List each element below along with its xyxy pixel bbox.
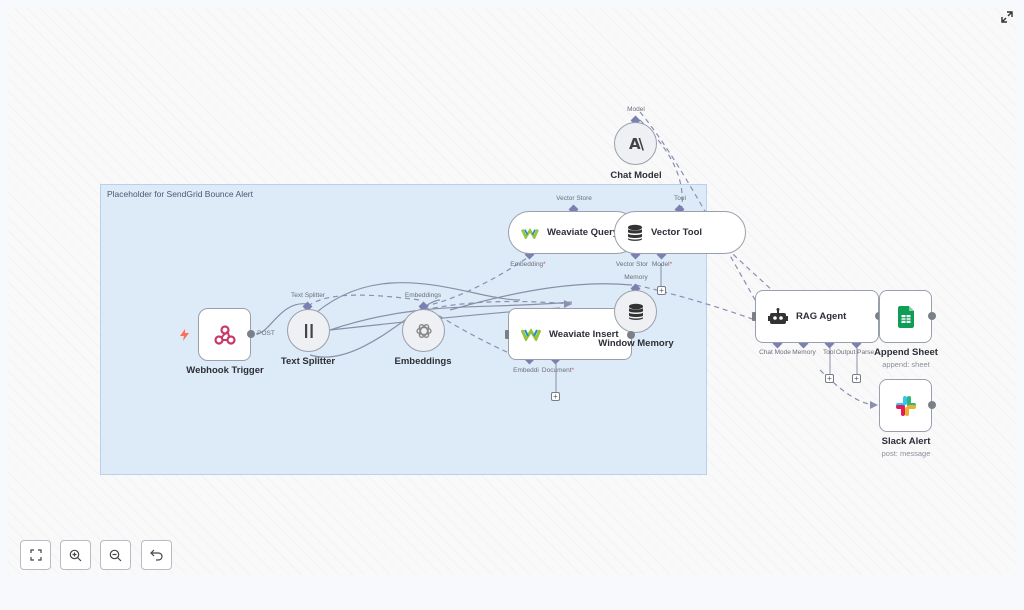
port-label-vt-model: Model* [651,261,673,268]
zoom-in-icon [69,549,82,561]
append-sheet-subtitle: append: sheet [882,360,930,369]
add-output-parser-button[interactable]: + [852,374,861,383]
slack-alert-node[interactable] [879,379,932,432]
window-memory-node[interactable] [614,290,657,333]
append-sheet-label: Append Sheet [874,347,938,358]
chat-model-node[interactable]: A\ [614,122,657,165]
webhook-output-handle[interactable] [247,330,255,338]
append-sheet-node[interactable] [879,290,932,343]
undo-button[interactable] [141,540,172,570]
text-splitter-node[interactable] [287,309,330,352]
port-label-rag-output-parser: Output Parse [835,349,875,356]
openai-icon [415,323,432,338]
vector-tool-node[interactable]: Vector Tool [614,211,746,254]
port-label-rag-tool: Tool [823,349,835,356]
port-label-rag-chat-model: Chat Mode [759,349,791,356]
embeddings-label: Embeddings [394,356,452,367]
sticky-note-text: Placeholder for SendGrid Bounce Alert [107,189,254,199]
fit-view-icon [29,549,42,561]
text-splitter-label: Text Splitter [280,356,336,367]
add-document-button[interactable]: + [551,392,560,401]
append-sheet-output[interactable] [928,312,936,320]
webhook-trigger-label: Webhook Trigger [186,365,264,376]
port-label-memory: Memory [624,274,648,281]
weaviate-insert-node[interactable]: Weaviate Insert [508,308,632,360]
port-label-model: Model [627,106,645,113]
rag-agent-input[interactable] [752,312,756,321]
rag-agent-label: RAG Agent [796,311,847,322]
port-label-rag-memory: Memory [792,349,816,356]
port-label-wq-embedding: Embedding* [510,261,546,268]
port-label-post: POST [257,330,275,337]
webhook-trigger-node[interactable] [198,308,251,361]
robot-icon [768,307,788,324]
slack-alert-output[interactable] [928,401,936,409]
add-tool-button[interactable]: + [825,374,834,383]
weaviate-icon [521,227,539,239]
slack-alert-subtitle: post: message [881,449,931,458]
port-label-text-splitter: Text Splitter [291,292,325,299]
expand-icon[interactable] [1000,10,1014,24]
webhook-icon [213,324,236,345]
rag-agent-node[interactable]: RAG Agent [755,290,879,343]
weaviate-insert-label: Weaviate Insert [549,328,619,340]
database-icon [628,303,643,320]
split-icon [304,323,313,338]
port-label-wi-embedding: Embeddi [513,367,539,374]
fit-view-button[interactable] [20,540,51,570]
port-label-wi-document: Document* [541,367,575,374]
port-label-embeddings: Embeddings [404,292,442,299]
zoom-out-button[interactable] [100,540,131,570]
slack-alert-label: Slack Alert [881,436,931,447]
weaviate-query-node[interactable]: Weaviate Query [508,211,638,254]
port-label-vector-store: Vector Store [556,195,592,202]
weaviate-query-label: Weaviate Query [547,227,619,238]
zoom-out-icon [109,549,122,561]
slack-icon [895,395,916,416]
zoom-in-button[interactable] [60,540,91,570]
port-label-vt-vector-store: Vector Stor [615,261,649,268]
lightning-icon [180,328,189,346]
embeddings-node[interactable] [402,309,445,352]
add-model-button[interactable]: + [657,286,666,295]
weaviate-icon [521,328,541,341]
window-memory-output[interactable] [627,331,635,339]
vector-tool-label: Vector Tool [651,227,703,238]
port-label-tool: Tool [674,195,686,202]
undo-icon [150,549,163,561]
chat-model-label: Chat Model [610,170,662,181]
google-sheets-icon [897,305,914,328]
weaviate-insert-input[interactable] [505,330,509,339]
window-memory-label: Window Memory [598,338,674,349]
anthropic-icon: A\ [628,134,644,153]
database-icon [628,224,642,241]
